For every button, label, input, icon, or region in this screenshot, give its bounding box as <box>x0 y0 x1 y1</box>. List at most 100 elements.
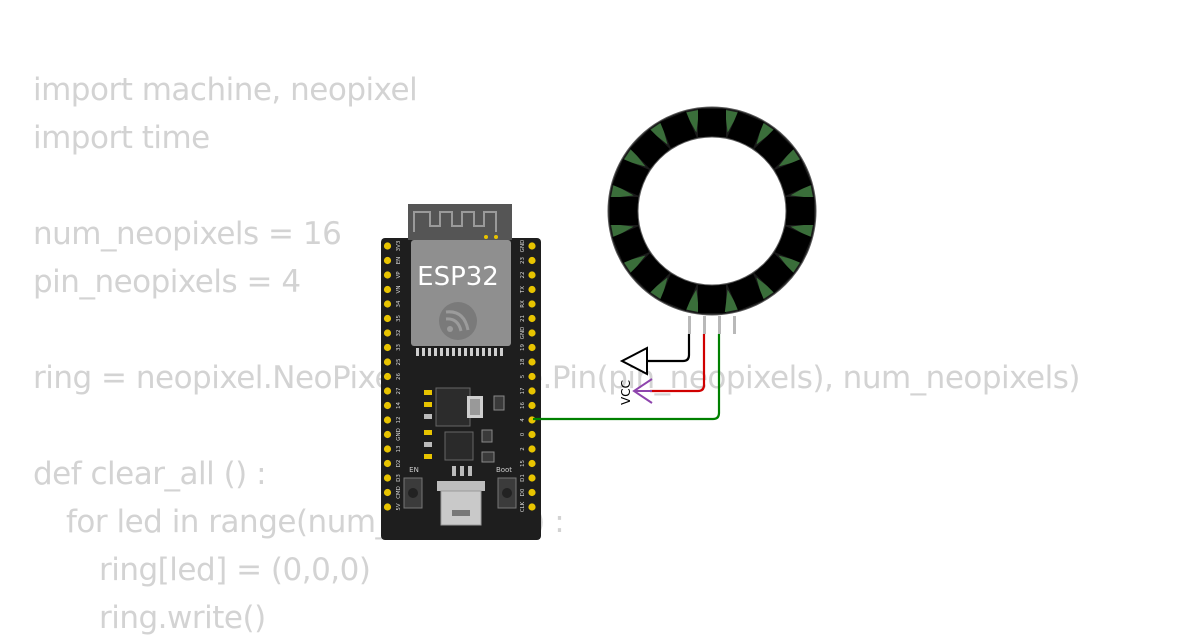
vcc-label: VCC <box>619 380 633 405</box>
pin-label: 18 <box>520 358 526 365</box>
pin-pad <box>528 358 536 366</box>
pin-pad <box>528 459 536 468</box>
neopixel-led <box>685 285 726 313</box>
ground-wire <box>647 334 691 363</box>
pin-label: 3V3 <box>396 240 402 251</box>
pin-pad <box>528 474 536 482</box>
pin-label: 16 <box>520 402 526 409</box>
pin-pad <box>528 300 536 308</box>
neopixel-led <box>660 109 700 148</box>
boot-button[interactable] <box>497 477 517 509</box>
pin-pad <box>383 474 392 482</box>
neopixel-led <box>775 226 812 274</box>
pin-label: 13 <box>396 445 402 452</box>
neopixel-led <box>649 274 697 311</box>
neopixel-led <box>727 111 775 148</box>
pin-label: D0 <box>520 488 526 496</box>
pin-pad <box>528 314 536 323</box>
pin-label: GND <box>396 428 402 441</box>
code-line: pin_neopixels = 4 <box>33 264 301 300</box>
pin-pad <box>528 343 536 352</box>
pin-label: 2 <box>520 447 526 451</box>
espressif-logo-icon <box>439 302 477 340</box>
pin-label: 14 <box>396 402 402 409</box>
usb-chip <box>444 431 474 461</box>
pin-pad <box>383 488 392 497</box>
pin-label: 19 <box>520 344 526 351</box>
pin-pad <box>528 430 536 439</box>
pin-label: D1 <box>520 474 526 482</box>
code-line: import machine, neopixel <box>33 72 418 108</box>
pin-pad <box>383 256 392 265</box>
pin-pad <box>383 343 392 352</box>
pin-label: 32 <box>396 330 402 337</box>
pin-label: 25 <box>396 358 402 365</box>
pin-label: 12 <box>396 417 402 424</box>
esp32-board: ESP32 <box>381 204 541 540</box>
ring-pin-din <box>718 316 721 334</box>
left-pin-header: 3V3ENVPVN343532332526271412GND13D2D3CMD5… <box>383 240 402 511</box>
pin-pad <box>528 445 536 453</box>
neopixel-led <box>612 148 649 196</box>
pin-pad <box>383 271 392 279</box>
ground-symbol-icon <box>619 346 648 376</box>
pin-label: 15 <box>520 460 526 467</box>
neopixel-led <box>775 159 814 199</box>
ring-center <box>637 136 787 286</box>
neopixel-led <box>698 109 739 137</box>
pin-pad <box>383 416 392 424</box>
pin-label: 27 <box>396 387 402 394</box>
antenna-area <box>408 204 512 240</box>
pin-label: GND <box>520 240 526 253</box>
pin-label: 34 <box>396 300 402 307</box>
neopixel-led <box>724 274 764 313</box>
neopixel-led <box>610 223 649 263</box>
pin-pad <box>383 285 392 294</box>
pin-label: 5 <box>520 374 526 378</box>
boot-button-label: Boot <box>496 466 512 474</box>
vcc-wire <box>650 334 706 393</box>
pin-label: 21 <box>520 315 526 322</box>
pin-label: 0 <box>520 432 526 436</box>
code-line: import time <box>33 120 210 156</box>
pin-pad <box>528 271 536 279</box>
pin-pad <box>383 503 392 511</box>
pin-pad <box>383 358 392 366</box>
board-name-label: ESP32 <box>417 262 499 292</box>
pin-pad <box>383 300 392 308</box>
vcc-symbol-icon <box>632 378 653 404</box>
pin-pad <box>383 314 392 323</box>
pin-label: VP <box>396 271 402 279</box>
pin-pad <box>528 242 536 250</box>
pin-label: 33 <box>396 344 402 351</box>
pin-label: 26 <box>396 373 402 380</box>
neopixel-ring <box>607 106 817 334</box>
en-button[interactable] <box>403 477 423 509</box>
pin-label: EN <box>396 257 402 265</box>
pin-pad <box>528 387 536 395</box>
pin-label: 17 <box>520 387 526 394</box>
data-wire <box>533 334 721 421</box>
neopixel-led <box>610 184 638 225</box>
pin-label: 5V <box>396 503 402 510</box>
module-shield <box>411 240 511 346</box>
pin-pad <box>383 372 392 381</box>
pin-pad <box>383 242 392 250</box>
pin-label: GND <box>520 327 526 340</box>
pin-pad <box>528 256 536 265</box>
ring-pin-dout <box>733 316 736 334</box>
pin-label: TX <box>520 286 526 294</box>
pin-pad <box>528 372 536 381</box>
pin-label: 22 <box>520 272 526 279</box>
pin-pad <box>383 401 392 410</box>
pin-pad <box>383 387 392 395</box>
neopixel-led <box>786 197 814 238</box>
usb-port <box>437 481 485 526</box>
pin-pad <box>383 430 392 439</box>
pin-label: 23 <box>520 257 526 264</box>
pin-label: D3 <box>396 474 402 482</box>
code-line: num_neopixels = 16 <box>33 216 342 252</box>
code-line: def clear_all () : <box>33 456 267 492</box>
